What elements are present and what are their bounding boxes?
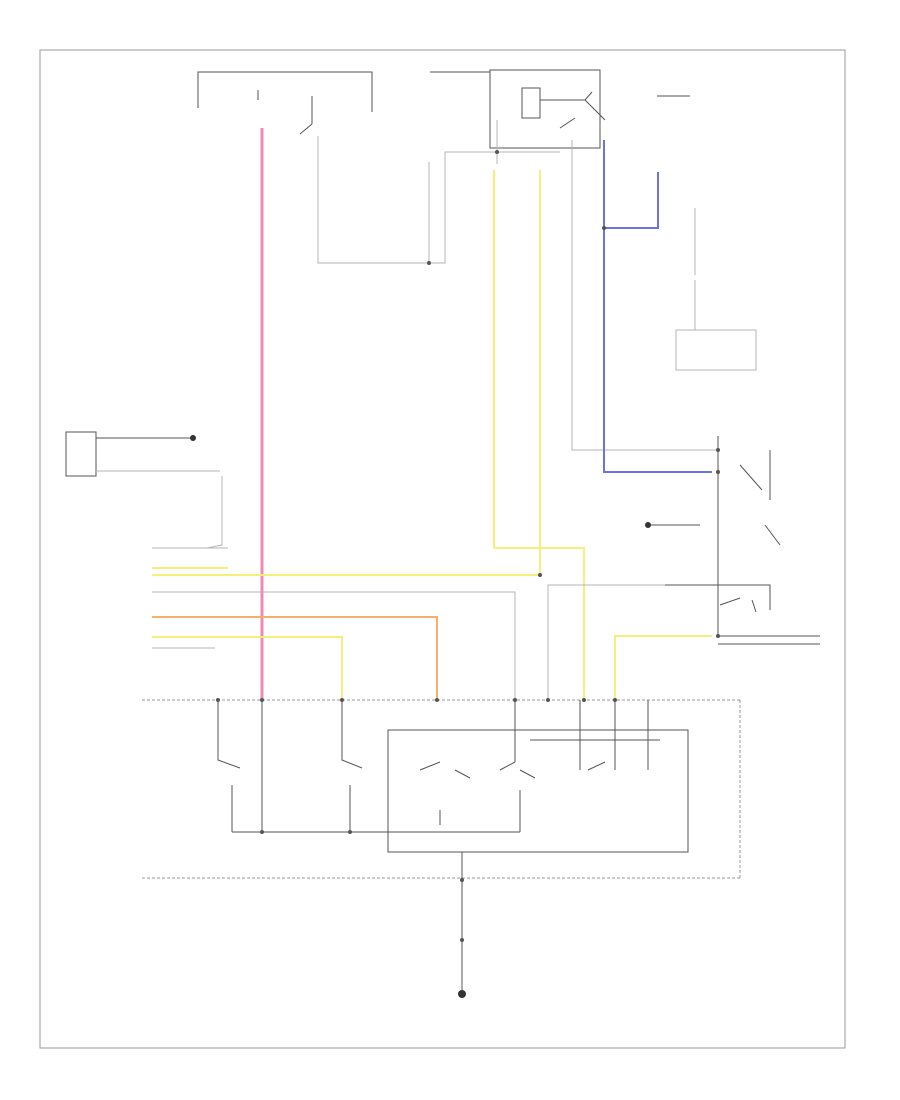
orange-wire xyxy=(152,616,438,700)
gray-wire-top-loop xyxy=(317,136,430,264)
blue-wire xyxy=(603,140,712,473)
top-center-switch-assembly xyxy=(430,69,606,149)
left-side-component xyxy=(65,431,223,549)
top-left-fuse-box xyxy=(197,71,373,135)
diagram-frame xyxy=(39,49,846,1049)
module-internal-switches xyxy=(217,700,689,853)
junction-dots xyxy=(216,150,720,834)
yellow-wire-2 xyxy=(152,170,541,576)
ground-path xyxy=(458,852,466,998)
right-small-connector xyxy=(675,329,757,371)
right-middle-switch xyxy=(660,436,820,645)
